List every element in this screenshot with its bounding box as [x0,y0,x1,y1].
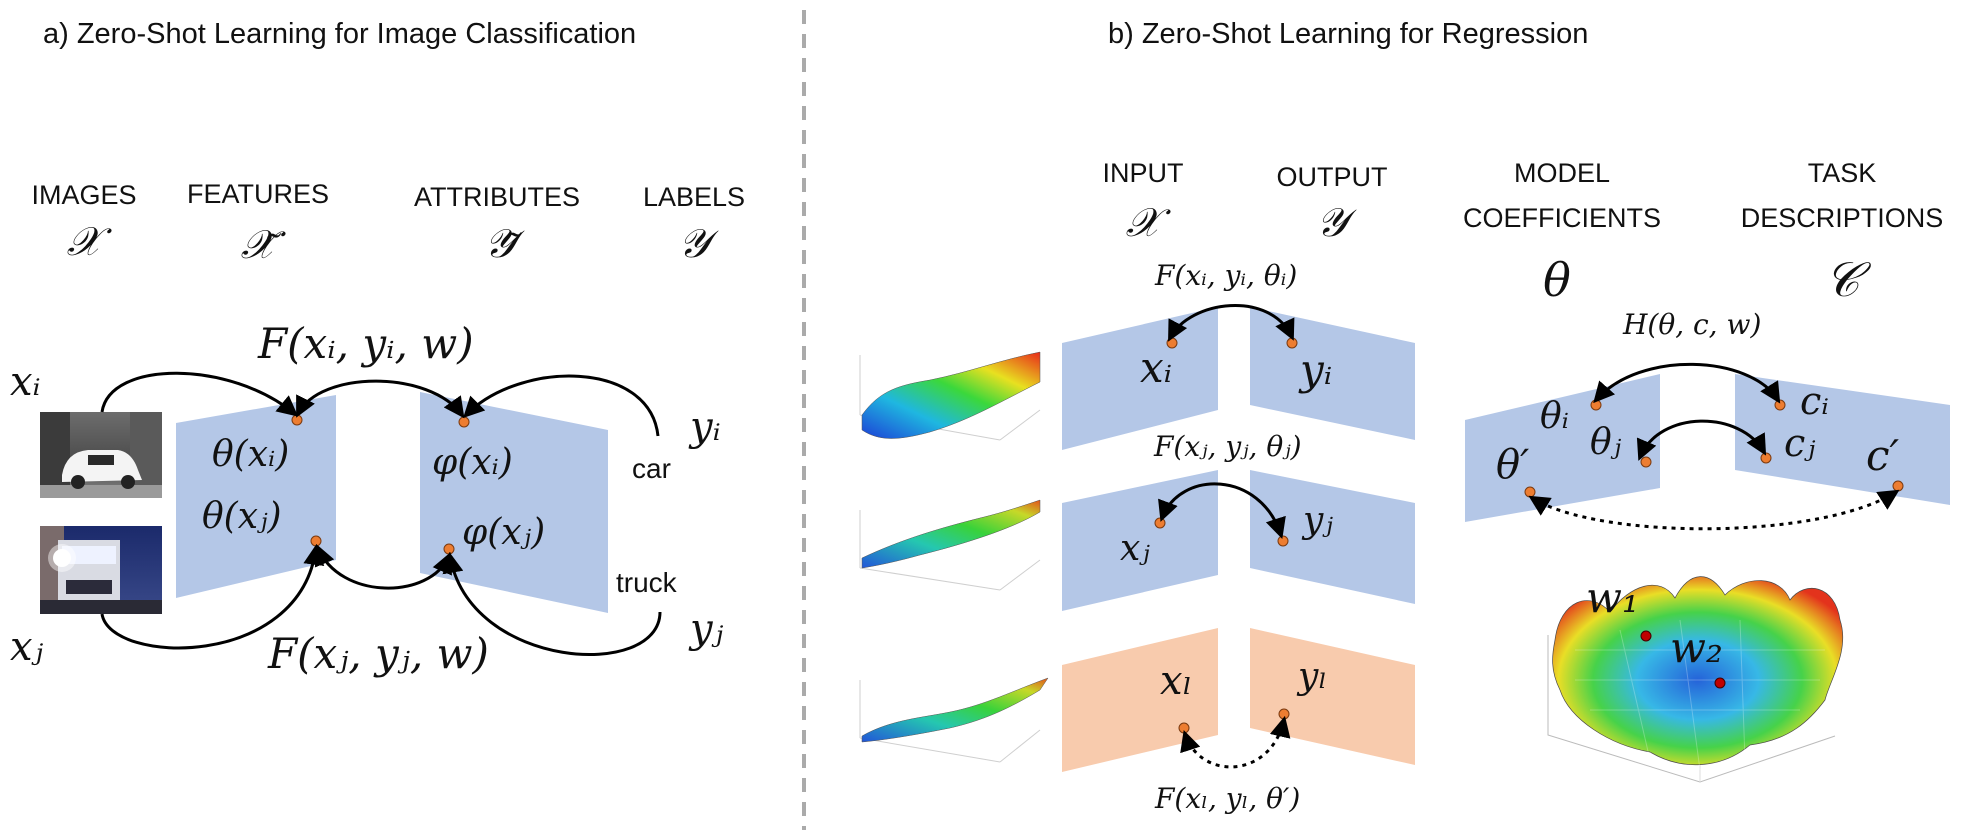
label-theta-xj: θ(xⱼ) [202,496,282,537]
arrow-xi-yi [1168,304,1295,342]
label-theta-j: θⱼ [1590,422,1622,463]
right-panel: b) Zero-Shot Learning for Regression INP… [859,18,1950,815]
label-theta-prime: θ′ [1496,442,1529,488]
arrow-xj-to-theta [100,543,325,650]
label-output-yj: yⱼ [1301,500,1333,541]
arrow-truck-to-phi [442,551,662,656]
label-cj: cⱼ [1784,421,1815,465]
point-ci [1774,399,1786,411]
point-xj [1154,517,1166,529]
arrow-xl-yl [1180,715,1291,769]
input-plane-l [1062,628,1218,772]
label-yi: yᵢ [688,404,721,450]
point-theta-i [1590,399,1602,411]
surface-plot-3 [859,677,1049,763]
loss-landscape [1547,576,1844,783]
point-cj [1760,452,1772,464]
column-input-label: INPUT [1103,158,1184,188]
label-theta-xi: θ(xᵢ) [212,434,289,475]
arrow-theta-phi-i [296,379,465,419]
column-model-label-2: COEFFICIENTS [1463,203,1661,233]
point-theta-j [1640,456,1652,468]
column-features-symbol: 𝒳̃ [241,222,287,268]
label-w2: w₂ [1670,623,1723,672]
label-input-xi: xᵢ [1140,343,1172,392]
point-xl [1178,722,1190,734]
right-title: b) Zero-Shot Learning for Regression [1108,18,1588,50]
left-panel: a) Zero-Shot Learning for Image Classifi… [10,18,745,678]
left-top-function: F(xᵢ, yᵢ, w) [257,319,474,368]
point-theta-xj [310,535,322,547]
function-row-j: F(xⱼ, yⱼ, θⱼ) [1153,430,1302,463]
function-row-l: F(xₗ, yₗ, θ′) [1154,782,1300,815]
task-plane [1735,374,1950,505]
point-yj [1277,535,1289,547]
label-input-xj: xⱼ [1120,528,1150,569]
label-input-xl: xₗ [1160,658,1192,704]
attribute-plane [420,392,608,613]
output-plane-j [1250,470,1415,604]
label-phi-xj: φ(xⱼ) [462,512,545,553]
left-title: a) Zero-Shot Learning for Image Classifi… [43,18,636,50]
label-output-yl: yₗ [1296,656,1327,697]
arrow-car-to-phi [463,374,660,437]
column-model-symbol: θ [1543,253,1571,307]
left-bottom-function: F(xⱼ, yⱼ, w) [267,629,489,678]
point-theta-xi [291,414,303,426]
function-row-i: F(xᵢ, yᵢ, θᵢ) [1154,259,1297,292]
column-labels-label: LABELS [643,182,745,212]
label-phi-xi: φ(xᵢ) [432,442,513,483]
point-theta-prime [1524,486,1536,498]
point-c-prime [1892,480,1904,492]
column-task-label-1: TASK [1808,158,1877,188]
label-w1: w₁ [1586,573,1639,622]
column-model-label-1: MODEL [1514,158,1610,188]
coefficient-plane [1465,374,1660,522]
label-c-prime: c′ [1866,431,1900,480]
point-phi-xi [458,416,470,428]
label-truck: truck [616,567,678,598]
point-w1 [1640,630,1652,642]
column-task-symbol: 𝒞 [1825,252,1872,308]
truck-image [40,526,162,614]
label-output-yi: yᵢ [1298,345,1332,394]
input-plane-i [1062,307,1218,450]
column-output-symbol: 𝒴 [1316,200,1357,246]
point-yl [1278,708,1290,720]
output-plane-i [1250,307,1415,440]
label-ci: cᵢ [1800,379,1829,423]
arrow-theta-j-cj [1636,419,1767,461]
column-images-label: IMAGES [31,180,136,210]
car-image [40,412,162,498]
point-yi [1286,337,1298,349]
arrow-xj-yj [1158,482,1286,539]
arrow-theta-i-ci [1593,362,1781,404]
point-w2 [1714,677,1726,689]
column-attributes-label: ATTRIBUTES [414,182,580,212]
label-xi: xᵢ [10,359,41,405]
function-h: H(θ, c, w) [1622,308,1761,341]
column-labels-symbol: 𝒴 [678,221,719,267]
column-output-label: OUTPUT [1277,162,1388,192]
arrow-theta-phi-j [314,544,452,590]
column-features-label: FEATURES [187,179,329,209]
column-attributes-symbol: 𝒴̃ [484,221,525,267]
point-phi-xj [443,543,455,555]
label-car: car [632,453,671,484]
column-input-symbol: 𝒳 [1126,200,1172,246]
output-plane-l [1250,628,1415,765]
surface-plot-1 [859,351,1041,441]
column-task-label-2: DESCRIPTIONS [1741,203,1944,233]
label-xj: xⱼ [10,624,44,670]
label-theta-i: θᵢ [1540,396,1569,437]
arrow-theta-prime-c-prime [1528,489,1900,531]
arrow-xi-to-theta [100,371,299,417]
label-yj: yⱼ [688,606,724,652]
surface-plot-2 [859,499,1041,591]
feature-plane [176,395,336,598]
column-images-symbol: 𝒳 [67,219,113,265]
